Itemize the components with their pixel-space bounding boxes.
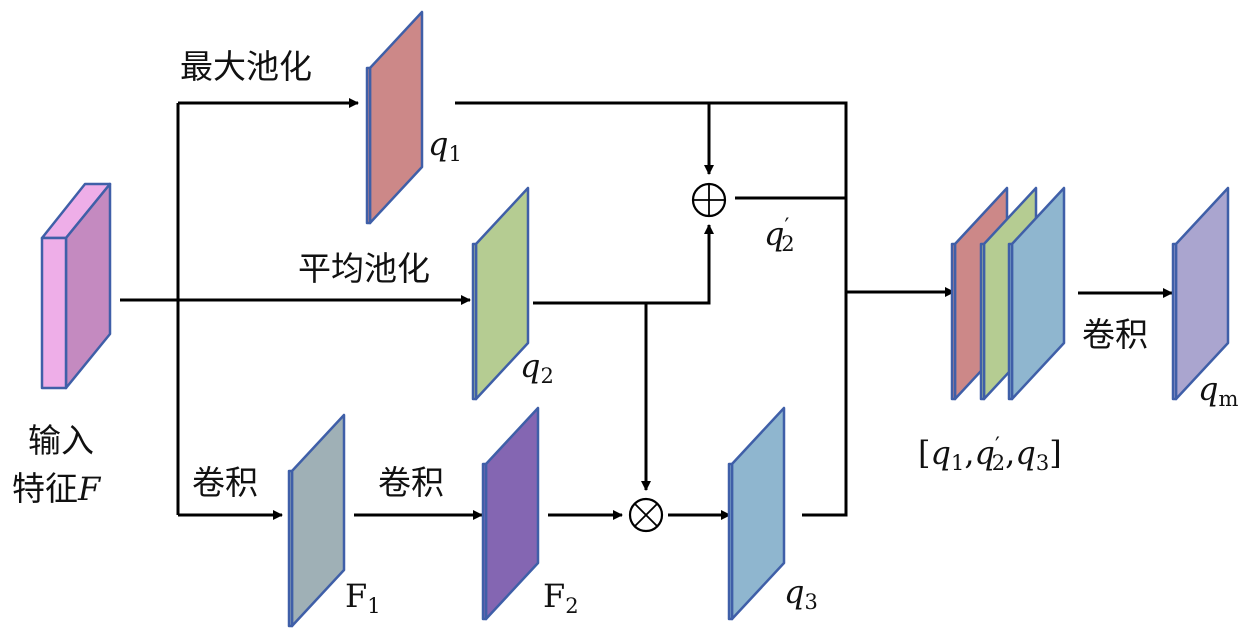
q3-label: q3 (784, 573, 818, 614)
plane-qm-face (1174, 186, 1230, 401)
qm-label: qm (1198, 370, 1238, 411)
input-block-front (40, 236, 68, 390)
plane-f2 (481, 406, 540, 621)
multiply-operator (628, 497, 664, 533)
plane-q3 (727, 406, 786, 621)
input-label-line2: 特征F (12, 469, 102, 508)
final-conv-label: 卷积 (1082, 315, 1148, 354)
input-label-line1: 输入 (28, 421, 94, 460)
plane-qm (1171, 186, 1230, 401)
plane-q2 (471, 186, 530, 401)
input-feature-block (40, 182, 112, 390)
q1-label: q1 (428, 125, 462, 166)
plane-q1-face (368, 10, 424, 225)
plane-qm-edge (1171, 242, 1178, 401)
f1-label: F1 (345, 577, 381, 618)
q2-label: q2 (520, 347, 554, 388)
conv1-label: 卷积 (192, 463, 258, 502)
plane-f2-face (484, 406, 540, 621)
plane-concat-q3-edge (1007, 242, 1014, 401)
add-operator (691, 182, 727, 218)
conv2-label: 卷积 (378, 463, 444, 502)
plane-q1-edge (365, 66, 372, 225)
q2-prime-label: q′2 (764, 214, 795, 256)
plane-f1-edge (287, 469, 294, 628)
max-pool-label: 最大池化 (180, 47, 312, 86)
plane-concat-q3 (1007, 186, 1066, 401)
plane-f2-edge (481, 462, 488, 621)
concat-label: [q1,q′2,q3] (918, 433, 1062, 475)
avg-pool-label: 平均池化 (298, 249, 430, 288)
q1-q3-merge-line (455, 101, 848, 517)
feature-planes (287, 10, 1230, 628)
plane-concat-q2-edge (979, 242, 986, 401)
multiply-x2 (634, 503, 658, 527)
plane-q2-edge (471, 242, 478, 401)
plane-f1 (287, 413, 346, 628)
plane-q3-edge (727, 462, 734, 621)
plane-f1-face (290, 413, 346, 628)
plane-q3-face (730, 406, 786, 621)
q2-to-add-arrow (533, 224, 714, 305)
plane-concat-q1-edge (950, 242, 957, 401)
f2-label: F2 (543, 577, 579, 618)
connection-lines (120, 98, 1173, 520)
plane-q1 (365, 10, 424, 225)
